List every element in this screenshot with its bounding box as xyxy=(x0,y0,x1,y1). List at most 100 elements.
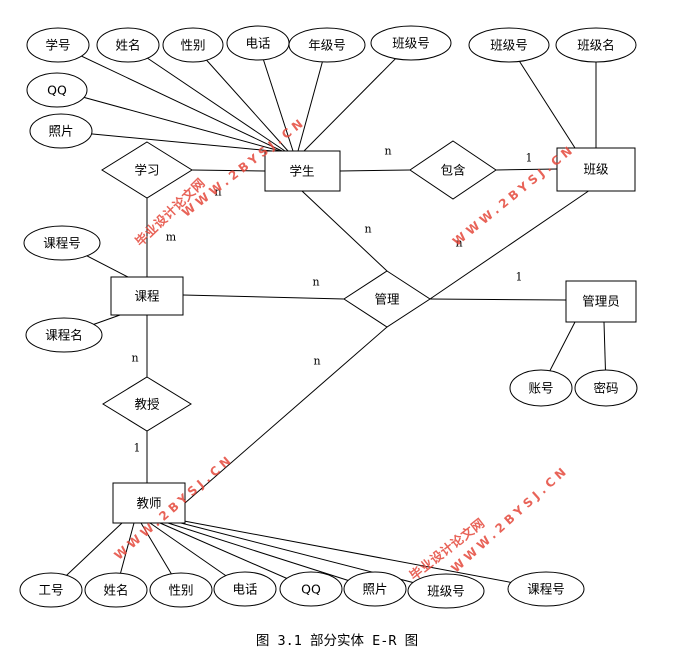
relationship-manage: 管理 xyxy=(343,270,431,328)
cardinality-course-teach: n xyxy=(131,352,138,365)
relationship-diamond xyxy=(409,140,497,200)
attribute-ellipse xyxy=(555,27,637,63)
line-study-student xyxy=(191,169,266,172)
attribute-label: QQ xyxy=(301,582,321,597)
relationship-contains: 包含 xyxy=(409,140,497,200)
attribute-teacher-class-number: 班级号 xyxy=(407,573,485,609)
attribute-label: 课程号 xyxy=(43,236,81,251)
line-manage-teacher xyxy=(184,326,388,504)
cardinality-course-manage: n xyxy=(312,276,319,289)
attribute-label: 学号 xyxy=(45,38,70,53)
attribute-label: 性别 xyxy=(180,38,205,53)
line-student-grade-number xyxy=(297,44,328,152)
line-student-number xyxy=(57,44,283,152)
attribute-ellipse xyxy=(288,27,366,63)
line-student-qq xyxy=(56,89,281,152)
cardinality-class-manage: n xyxy=(455,237,462,250)
line-student-name xyxy=(127,44,286,152)
line-class-manage xyxy=(429,189,591,300)
entity-course: 课程 xyxy=(110,276,184,316)
entity-label: 课程 xyxy=(134,289,160,304)
figure-caption: 图 3.1 部分实体 E-R 图 xyxy=(256,633,418,649)
attribute-label: QQ xyxy=(47,83,67,98)
line-admin-manage xyxy=(429,298,567,301)
attribute-class-name: 班级名 xyxy=(555,27,637,63)
attribute-ellipse xyxy=(149,572,213,608)
watermark-url: WWW.2BYSJ.CN xyxy=(448,462,571,575)
attribute-label: 密码 xyxy=(593,381,618,396)
entity-box xyxy=(556,147,636,192)
attribute-ellipse xyxy=(23,225,101,261)
relationship-diamond xyxy=(102,376,192,432)
attribute-ellipse xyxy=(213,571,277,607)
attribute-label: 姓名 xyxy=(115,38,140,53)
attribute-label: 班级号 xyxy=(490,38,528,53)
entity-admin: 管理员 xyxy=(565,280,637,323)
attribute-label: 工号 xyxy=(38,583,63,598)
line-contains-class xyxy=(495,168,558,171)
attribute-teacher-qq: QQ xyxy=(279,571,343,607)
attribute-teacher-photo: 照片 xyxy=(343,571,407,607)
entity-class: 班级 xyxy=(556,147,636,192)
line-teacher-course-number xyxy=(183,520,547,590)
attribute-student-qq: QQ xyxy=(26,72,88,108)
cardinality-admin-manage: 1 xyxy=(516,271,523,284)
attribute-student-phone: 电话 xyxy=(226,25,290,61)
attribute-teacher-course-number: 课程号 xyxy=(507,571,585,607)
line-student-class-number xyxy=(303,42,412,152)
line-student-phone xyxy=(257,42,294,152)
attribute-label: 年级号 xyxy=(308,38,346,53)
relationship-diamond xyxy=(101,141,193,199)
attribute-student-gender: 性别 xyxy=(162,27,224,63)
attribute-label: 性别 xyxy=(168,583,193,598)
relationship-diamond xyxy=(343,270,431,328)
cardinality-student-manage: n xyxy=(364,223,371,236)
entity-label: 教师 xyxy=(136,496,161,511)
relationship-label: 包含 xyxy=(440,163,466,178)
attribute-label: 课程名 xyxy=(45,328,83,343)
attribute-ellipse xyxy=(84,572,148,608)
attribute-student-number: 学号 xyxy=(26,27,90,63)
attribute-label: 班级号 xyxy=(392,36,430,51)
attribute-ellipse xyxy=(507,571,585,607)
cardinality-teacher-teach: 1 xyxy=(134,442,141,455)
attribute-ellipse xyxy=(370,25,452,61)
cardinality-class-contains: 1 xyxy=(526,152,533,165)
cardinality-student-study: n xyxy=(214,186,221,199)
attribute-ellipse xyxy=(343,571,407,607)
attribute-ellipse xyxy=(25,317,103,353)
attribute-admin-account: 账号 xyxy=(509,369,573,407)
attribute-label: 班级名 xyxy=(577,38,615,53)
attribute-teacher-gender: 性别 xyxy=(149,572,213,608)
attribute-admin-password: 密码 xyxy=(574,369,638,407)
line-student-manage xyxy=(301,190,388,272)
entity-box xyxy=(110,276,184,316)
attribute-label: 电话 xyxy=(232,582,257,597)
line-student-gender xyxy=(192,44,289,152)
connection-lines xyxy=(50,42,607,592)
attribute-ellipse xyxy=(19,572,83,608)
attribute-teacher-phone: 电话 xyxy=(213,571,277,607)
line-student-contains xyxy=(339,169,411,172)
relationship-study: 学习 xyxy=(101,141,193,199)
relationship-label: 教授 xyxy=(134,397,160,412)
attribute-label: 课程号 xyxy=(527,582,565,597)
line-teacher-photo xyxy=(167,522,376,590)
attribute-label: 姓名 xyxy=(103,583,128,598)
attribute-student-photo: 照片 xyxy=(29,113,93,149)
attribute-student-class-number: 班级号 xyxy=(370,25,452,61)
attribute-ellipse xyxy=(26,27,90,63)
attribute-label: 照片 xyxy=(362,582,387,597)
line-teacher-qq xyxy=(159,522,312,590)
attribute-ellipse xyxy=(162,27,224,63)
attribute-class-number: 班级号 xyxy=(468,27,550,63)
attribute-course-number: 课程号 xyxy=(23,225,101,261)
attribute-ellipse xyxy=(29,113,93,149)
attribute-ellipse xyxy=(574,369,638,407)
relationship-label: 管理 xyxy=(374,292,400,307)
attribute-student-grade-number: 年级号 xyxy=(288,27,366,63)
entity-label: 学生 xyxy=(289,164,314,179)
attribute-label: 照片 xyxy=(48,124,73,139)
attribute-label: 电话 xyxy=(245,36,270,51)
